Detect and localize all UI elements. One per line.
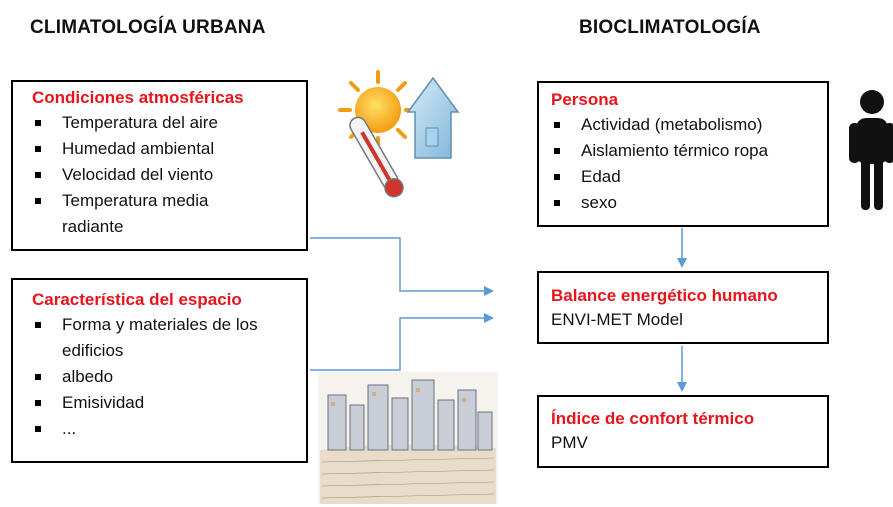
box-title: Característica del espacio: [32, 290, 242, 309]
arrow-espacio-to-balance: [310, 313, 494, 371]
list-item: Forma y materiales de los edificios: [32, 312, 277, 364]
list-item: Emisividad: [32, 390, 296, 416]
list-item: ...: [32, 416, 296, 442]
person-icon: [849, 90, 893, 210]
list-item: albedo: [32, 364, 296, 390]
box-title: Persona: [551, 90, 619, 109]
bullet-list: Temperatura del aire Humedad ambiental V…: [32, 110, 296, 240]
heading-climatologia-urbana: CLIMATOLOGÍA URBANA: [30, 17, 266, 38]
list-item: Aislamiento térmico ropa: [551, 138, 819, 164]
box-indice-confort: Índice de confort térmico PMV: [537, 395, 829, 468]
box-caracteristica-espacio: Característica del espacio Forma y mater…: [11, 278, 308, 463]
box-persona: Persona Actividad (metabolismo) Aislamie…: [537, 81, 829, 227]
bullet-list: Forma y materiales de los edificios albe…: [32, 312, 296, 442]
list-item: Humedad ambiental: [32, 136, 296, 162]
box-title: Índice de confort térmico: [551, 409, 755, 428]
list-item: Actividad (metabolismo): [551, 112, 819, 138]
list-item: Temperatura media radiante: [32, 188, 262, 240]
box-text: PMV: [551, 433, 588, 452]
list-item: Temperatura del aire: [32, 110, 296, 136]
box-title: Condiciones atmosféricas: [32, 88, 244, 107]
list-item: Velocidad del viento: [32, 162, 296, 188]
thermometer-sun-house-icon: [338, 70, 460, 198]
list-item: sexo: [551, 190, 819, 216]
heading-bioclimatologia: BIOCLIMATOLOGÍA: [579, 17, 761, 38]
list-item: Edad: [551, 164, 819, 190]
city-sketch-image: [318, 372, 498, 504]
box-balance-energetico: Balance energético humano ENVI-MET Model: [537, 271, 829, 344]
arrow-atmosfericas-to-balance: [310, 237, 494, 296]
bullet-list: Actividad (metabolismo) Aislamiento térm…: [551, 112, 819, 216]
box-text: ENVI-MET Model: [551, 310, 683, 329]
box-condiciones-atmosfericas: Condiciones atmosféricas Temperatura del…: [11, 80, 308, 251]
box-title: Balance energético humano: [551, 286, 778, 305]
